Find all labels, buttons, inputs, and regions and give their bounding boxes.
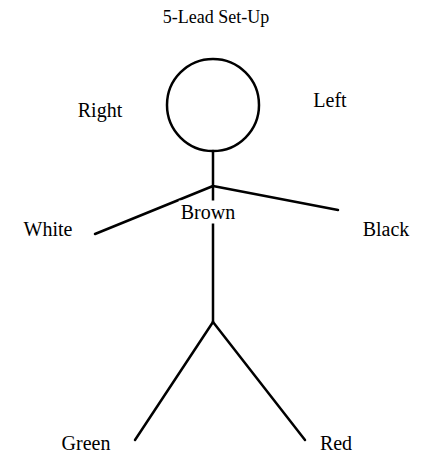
left-leg-line xyxy=(213,322,305,440)
head-outline xyxy=(167,59,259,151)
lead-label: Green xyxy=(62,432,111,455)
lead-label: Red xyxy=(320,432,352,455)
lead-label: Black xyxy=(363,218,410,241)
lead-label: White xyxy=(24,218,73,241)
lead-label: Left xyxy=(313,89,346,112)
lead-label: Right xyxy=(78,99,122,122)
lead-label: Brown xyxy=(179,201,237,224)
diagram-title: 5-Lead Set-Up xyxy=(163,7,269,28)
body-line xyxy=(212,151,215,322)
right-leg-line xyxy=(135,322,213,440)
